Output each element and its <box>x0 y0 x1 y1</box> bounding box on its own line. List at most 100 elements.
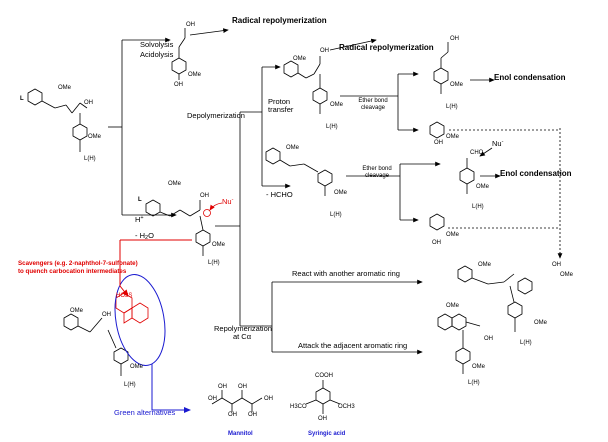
arrow-scavenger <box>119 285 129 297</box>
scavenger-highlight-ellipse <box>114 274 166 366</box>
atom-oh: OH <box>186 22 195 28</box>
atom-ome: OMe <box>286 145 300 151</box>
atom-oh: OH <box>200 193 209 199</box>
atom-l: L <box>138 197 142 203</box>
arrow-radical-2 <box>329 38 377 51</box>
green-alternatives-label: Green alternatives <box>114 408 176 417</box>
atom-oh: OH <box>228 412 237 418</box>
nu-text-1: Nu <box>222 197 232 206</box>
atom-ome: OMe <box>188 72 202 78</box>
minus-hcho-label: - HCHO <box>266 190 293 199</box>
atom-ome: OMe <box>478 262 492 268</box>
syringic-acid-label: Syringic acid <box>308 431 346 437</box>
lignin-start-structure <box>27 88 88 152</box>
atom-ome: OMe <box>168 181 182 187</box>
atom-ome: OMe <box>130 364 144 370</box>
atom-lh: L(H) <box>446 104 458 110</box>
atom-oh: OH <box>238 384 247 390</box>
vinyl-ether-structure <box>265 147 333 196</box>
monolignol-product-structure <box>433 42 449 94</box>
atom-ho3s: HO3S <box>116 293 133 299</box>
atom-oh: OH <box>102 312 111 318</box>
atom-ome: OMe <box>560 272 574 278</box>
atom-ome: OMe <box>450 82 464 88</box>
atom-ome: OMe <box>476 184 490 190</box>
atom-ome: OMe <box>330 102 344 108</box>
acidolysis-label: Acidolysis <box>140 50 174 59</box>
atom-ome: OMe <box>534 320 548 326</box>
radical-repolymerization-label-2: Radical repolymerization <box>339 43 434 52</box>
ether-bond-cleavage-label-1: Ether bond cleavage <box>358 98 388 111</box>
nu-label-1: Nu- <box>222 197 234 206</box>
depolymerization-label: Depolymerization <box>187 111 245 120</box>
proton-transfer-label: Proton transfer <box>268 97 294 115</box>
aldehyde-ring <box>459 167 475 185</box>
atom-lh: L(H) <box>208 260 220 266</box>
nu-attack-arrow-2 <box>479 147 493 157</box>
atom-ome: OMe <box>334 190 348 196</box>
enol-condensation-label-1: Enol condensation <box>494 73 566 82</box>
nu-text-2: Nu <box>492 139 502 148</box>
atom-ome: OMe <box>88 134 102 140</box>
phenol-fragment-2-ring <box>429 213 445 231</box>
atom-oh: OH <box>320 48 329 54</box>
solvolysis-label: Solvolysis <box>140 40 174 49</box>
nu-attack-arrow <box>209 202 223 211</box>
atom-lh: L(H) <box>326 124 338 130</box>
atom-l: L <box>20 96 24 102</box>
condensed-product-2-structure <box>437 313 481 374</box>
atom-ome: OMe <box>472 364 486 370</box>
atom-h3co: H3CO <box>290 404 307 410</box>
arrow-green-alternatives <box>151 364 191 413</box>
atom-lh: L(H) <box>520 340 532 346</box>
atom-oh: OH <box>318 416 327 422</box>
atom-ome: OMe <box>446 134 460 140</box>
atom-ome: OMe <box>446 303 460 309</box>
atom-ome: OMe <box>212 242 226 248</box>
enol-ether-structure <box>283 56 328 114</box>
atom-oh: OH <box>208 396 217 402</box>
repolymerization-at-ca-label: Repolymerization at Cα <box>214 324 272 342</box>
atom-oh: OH <box>248 412 257 418</box>
atom-lh: L(H) <box>330 212 342 218</box>
scavengers-label-line2: to quench carbocation intermediates <box>18 268 127 275</box>
atom-cho: CHO <box>470 150 484 156</box>
atom-oh: OH <box>434 140 443 146</box>
atom-oh: OH <box>450 36 459 42</box>
atom-ome: OMe <box>293 56 307 62</box>
radical-repolymerization-label-1: Radical repolymerization <box>232 16 327 25</box>
atom-ome: OMe <box>70 308 84 314</box>
syringic-acid-structure <box>305 380 341 414</box>
mannitol-structure <box>211 390 263 412</box>
scavenger-adduct-structure <box>63 313 129 376</box>
atom-oh: OH <box>432 240 441 246</box>
h-plus-label: H+ <box>135 215 144 224</box>
h-plus-text: H <box>135 215 141 224</box>
minus-h2o-text: - H <box>135 231 145 240</box>
phenol-fragment-1-ring <box>429 121 445 139</box>
atom-ome: OMe <box>58 85 72 91</box>
coniferyl-product-structure <box>171 28 187 80</box>
condensed-product-1-structure <box>457 265 533 332</box>
nu-label-2: Nu- <box>492 139 504 148</box>
atom-lh: L(H) <box>84 156 96 162</box>
atom-lh: L(H) <box>124 382 136 388</box>
react-another-ring-label: React with another aromatic ring <box>292 269 400 278</box>
atom-oh: OH <box>218 384 227 390</box>
atom-lh: L(H) <box>468 380 480 386</box>
atom-oh: OH <box>264 396 273 402</box>
atom-ome: OMe <box>446 232 460 238</box>
atom-oh: OH <box>552 262 561 268</box>
carbocation-structure <box>145 199 211 256</box>
atom-lh: L(H) <box>472 204 484 210</box>
arrow-radical-1 <box>189 28 229 36</box>
mannitol-label: Mannitol <box>228 431 253 437</box>
attack-adjacent-ring-label: Attack the adjacent aromatic ring <box>298 341 408 350</box>
enol-condensation-label-2: Enol condensation <box>500 169 572 178</box>
atom-oh: OH <box>484 336 493 342</box>
atom-oh: OH <box>84 100 93 106</box>
minus-h2o-label: - H2O <box>135 231 154 241</box>
scavengers-label-line1: Scavengers (e.g. 2-naphthol-7-sulfonate) <box>18 260 138 267</box>
